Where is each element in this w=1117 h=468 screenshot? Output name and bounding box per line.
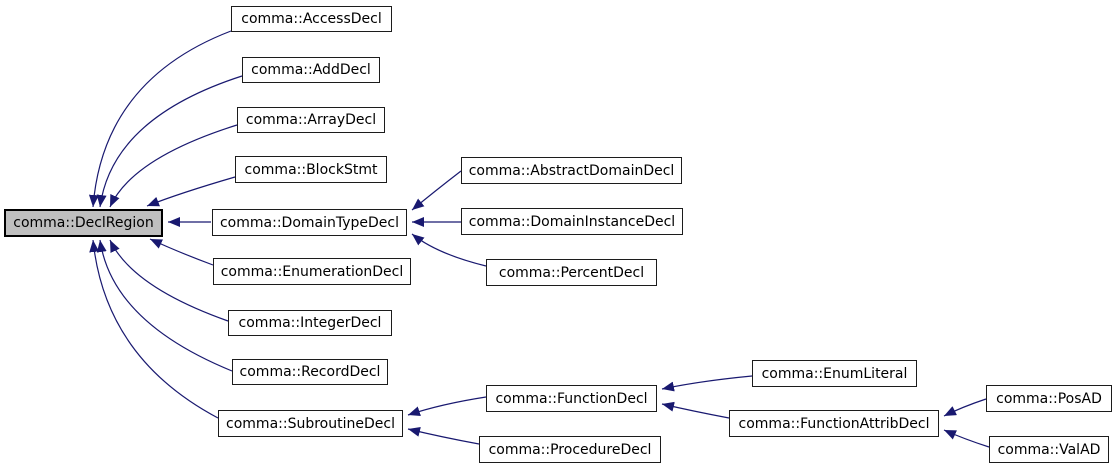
node-proceduredecl[interactable]: comma::ProcedureDecl (479, 436, 661, 463)
node-label-subroutinedecl: comma::SubroutineDecl (226, 415, 395, 432)
edge-enumliteral-to-functiondecl (661, 375, 753, 392)
edge-functionattribdecl-to-functiondecl (661, 401, 730, 419)
node-label-domaintypedecl: comma::DomainTypeDecl (219, 214, 399, 231)
node-label-blockstmt: comma::BlockStmt (244, 161, 378, 178)
node-label-abstractdomaindecl: comma::AbstractDomainDecl (468, 162, 675, 179)
node-label-adddecl: comma::AddDecl (251, 62, 371, 78)
node-label-declregion: comma::DeclRegion (13, 215, 154, 231)
node-subroutinedecl[interactable]: comma::SubroutineDecl (218, 410, 403, 437)
node-label-arraydecl: comma::ArrayDecl (245, 112, 377, 128)
node-functionattribdecl[interactable]: comma::FunctionAttribDecl (729, 410, 939, 437)
node-declregion: comma::DeclRegion (4, 209, 163, 237)
edge-proceduredecl-to-subroutinedecl (407, 426, 480, 445)
edge-posad-to-functionattribdecl (943, 398, 987, 417)
node-integerdecl[interactable]: comma::IntegerDecl (228, 310, 392, 336)
edge-arraydecl-to-declregion (109, 124, 238, 208)
edge-percentdecl-to-domaintypedecl (411, 233, 487, 267)
node-domaininstancedecl[interactable]: comma::DomainInstanceDecl (461, 208, 683, 235)
node-functiondecl[interactable]: comma::FunctionDecl (486, 385, 657, 412)
node-blockstmt[interactable]: comma::BlockStmt (235, 156, 387, 183)
edge-abstractdomaindecl-to-domaintypedecl (411, 170, 462, 211)
node-label-functiondecl: comma::FunctionDecl (495, 390, 648, 407)
edge-integerdecl-to-declregion (109, 239, 229, 322)
node-label-recorddecl: comma::RecordDecl (239, 364, 381, 380)
node-label-posad: comma::PosAD (996, 390, 1102, 407)
node-posad[interactable]: comma::PosAD (986, 385, 1112, 412)
node-enumerationdecl[interactable]: comma::EnumerationDecl (213, 258, 411, 285)
node-accessdecl[interactable]: comma::AccessDecl (231, 6, 392, 32)
node-label-domaininstancedecl: comma::DomainInstanceDecl (468, 213, 676, 230)
node-label-enumerationdecl: comma::EnumerationDecl (220, 263, 404, 280)
node-label-integerdecl: comma::IntegerDecl (238, 315, 382, 331)
edge-valad-to-functionattribdecl (943, 429, 990, 448)
node-label-accessdecl: comma::AccessDecl (241, 11, 382, 27)
node-domaintypedecl[interactable]: comma::DomainTypeDecl (212, 209, 407, 236)
edge-subroutinedecl-to-declregion (89, 239, 219, 419)
node-label-functionattribdecl: comma::FunctionAttribDecl (738, 415, 930, 432)
node-adddecl[interactable]: comma::AddDecl (242, 57, 380, 83)
edge-functiondecl-to-subroutinedecl (407, 396, 487, 416)
node-label-proceduredecl: comma::ProcedureDecl (488, 441, 652, 458)
node-enumliteral[interactable]: comma::EnumLiteral (752, 360, 917, 387)
edge-accessdecl-to-declregion (88, 30, 232, 208)
edge-blockstmt-to-declregion (146, 176, 236, 207)
node-abstractdomaindecl[interactable]: comma::AbstractDomainDecl (461, 157, 682, 184)
node-arraydecl[interactable]: comma::ArrayDecl (237, 107, 385, 133)
node-label-valad: comma::ValAD (997, 441, 1101, 458)
node-percentdecl[interactable]: comma::PercentDecl (486, 259, 657, 286)
node-recorddecl[interactable]: comma::RecordDecl (232, 359, 388, 385)
node-label-percentdecl: comma::PercentDecl (498, 264, 645, 281)
edge-enumerationdecl-to-declregion (149, 238, 214, 266)
edge-recorddecl-to-declregion (96, 239, 233, 372)
node-label-enumliteral: comma::EnumLiteral (761, 365, 908, 382)
node-valad[interactable]: comma::ValAD (989, 436, 1109, 463)
edge-adddecl-to-declregion (96, 75, 243, 208)
